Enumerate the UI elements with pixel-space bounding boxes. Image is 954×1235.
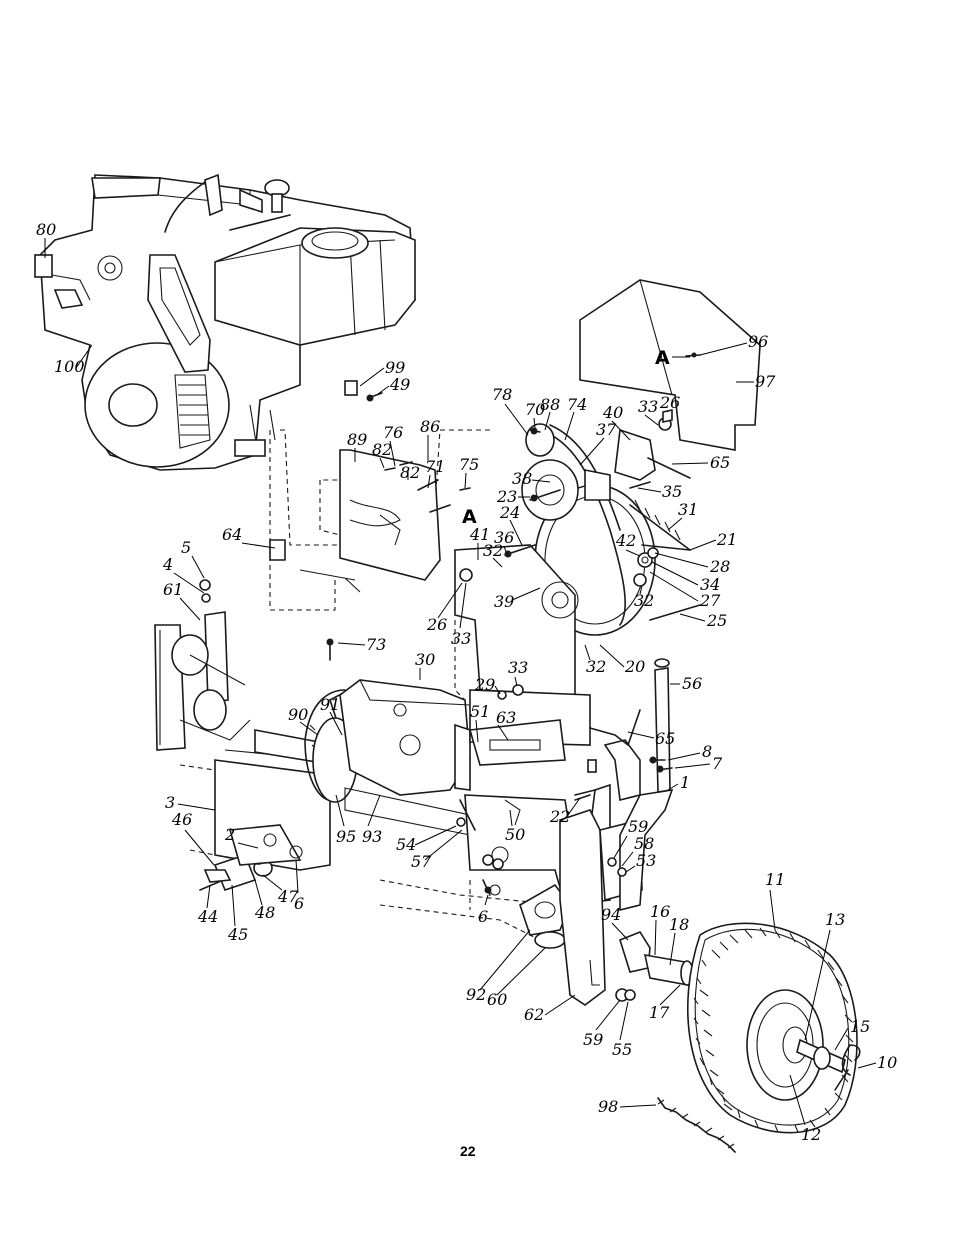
callout-label: 33 [508, 658, 528, 677]
callout-label: 96 [748, 332, 768, 351]
callout-label: 92 [466, 985, 486, 1004]
callout-label: 22 [549, 807, 570, 826]
callout-label: 37 [596, 420, 617, 439]
callout-label: 1 [680, 773, 690, 792]
callout-label: 59 [583, 1030, 603, 1049]
callout-label: 89 [347, 430, 367, 449]
engine-assembly [35, 175, 415, 470]
callout-label: 73 [366, 635, 386, 654]
callout-label: 71 [425, 457, 445, 476]
callout-label: 44 [197, 907, 218, 926]
callout-label: 24 [499, 503, 520, 522]
page-number: 22 [460, 1143, 476, 1159]
callout-label: 61 [163, 580, 183, 599]
callout-label: 56 [682, 674, 702, 693]
callout-label: 82 [400, 463, 420, 482]
callout-label: 60 [487, 990, 507, 1009]
callout-label: 75 [459, 455, 479, 474]
callout-label: 65 [655, 729, 675, 748]
callout-label: 11 [765, 870, 785, 889]
callout-label: 29 [474, 675, 495, 694]
callout-label: 7 [712, 754, 723, 773]
callout-label: 53 [636, 851, 656, 870]
callout-label: 98 [598, 1097, 618, 1116]
callout-label: 27 [699, 591, 721, 610]
callout-label: 65 [710, 453, 730, 472]
callout-label: 26 [426, 615, 447, 634]
callout-label: 6 [478, 907, 488, 926]
callout-label: 31 [678, 500, 698, 519]
callout-label: 64 [222, 525, 242, 544]
callout-label: 21 [716, 530, 737, 549]
callout-label: 57 [411, 852, 432, 871]
callout-label: 91 [320, 695, 340, 714]
callout-label: 30 [415, 650, 435, 669]
callout-label: 78 [492, 385, 512, 404]
callout-label: 42 [615, 531, 636, 550]
callout-label: 18 [669, 915, 689, 934]
callout-label: 6 [294, 894, 304, 913]
callout-label: 41 [469, 525, 490, 544]
wheel-assembly [620, 923, 860, 1132]
callout-label: 48 [254, 903, 275, 922]
callout-label: 74 [567, 395, 587, 414]
callout-label: 32 [586, 657, 606, 676]
callout-label: 90 [288, 705, 308, 724]
callout-label: 63 [496, 708, 516, 727]
callout-label: 20 [624, 657, 645, 676]
callout-label: 46 [171, 810, 192, 829]
callout-label: 93 [362, 827, 382, 846]
callout-label: 12 [801, 1125, 821, 1144]
callout-label: 10 [877, 1053, 897, 1072]
callout-label: 26 [659, 393, 680, 412]
callout-label: 38 [512, 469, 532, 488]
callout-label: 33 [451, 629, 471, 648]
callout-label: 4 [162, 555, 173, 574]
callout-label: 95 [336, 827, 356, 846]
callout-label: 25 [706, 611, 727, 630]
callout-label: 51 [470, 702, 490, 721]
callout-label: 39 [494, 592, 514, 611]
callout-label: 17 [649, 1003, 670, 1022]
callout-label: 15 [850, 1017, 870, 1036]
callout-label: 97 [755, 372, 776, 391]
callout-label: 35 [662, 482, 682, 501]
callout-label: 88 [540, 395, 560, 414]
callout-label: 50 [505, 825, 525, 844]
callout-label: 76 [383, 423, 403, 442]
callout-label: 82 [372, 440, 392, 459]
callout-label: 28 [709, 557, 730, 576]
callout-label: 2 [224, 825, 235, 844]
callout-label: 94 [601, 905, 621, 924]
callout-label: 45 [227, 925, 248, 944]
callout-label: 80 [36, 220, 56, 239]
callout-label: 16 [650, 902, 670, 921]
callout-label: 62 [524, 1005, 544, 1024]
callout-label: 13 [825, 910, 845, 929]
callout-label: 5 [181, 538, 191, 557]
callout-label: 33 [638, 397, 658, 416]
callout-label: 55 [612, 1040, 632, 1059]
callout-label: 100 [54, 357, 85, 376]
callout-label: 49 [389, 375, 410, 394]
section-marker-guard: A [655, 347, 670, 369]
callout-label: 32 [634, 591, 654, 610]
callout-label: 8 [702, 742, 712, 761]
callout-label: 86 [420, 417, 440, 436]
